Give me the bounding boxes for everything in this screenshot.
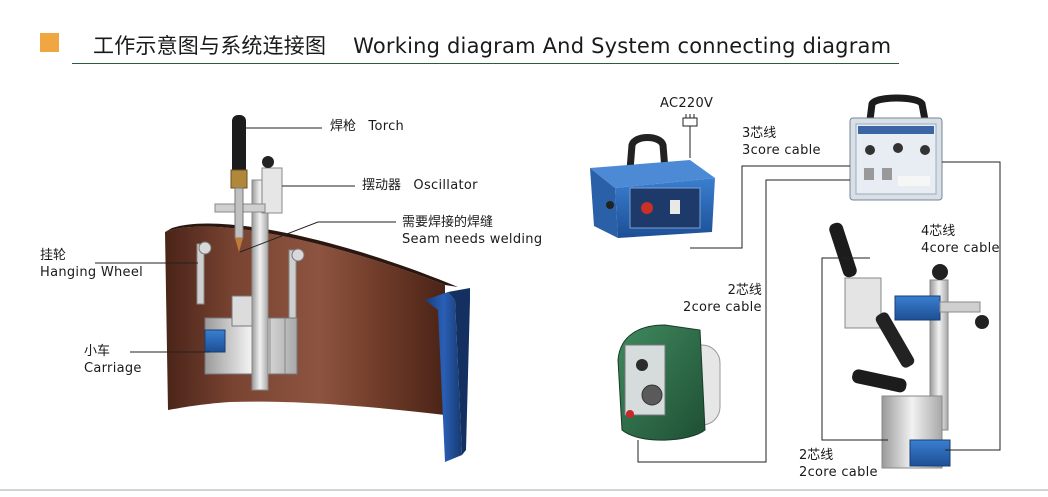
cable-4core	[942, 161, 1001, 451]
label-torch: 焊枪 Torch	[330, 118, 404, 135]
power-box-fuse	[606, 201, 614, 209]
label-hanging-wheel-cn: 挂轮	[40, 248, 67, 263]
label-oscillator-en: Oscillator	[413, 178, 478, 193]
control-box-knob-2	[893, 143, 903, 153]
label-cable-4core-cn: 4芯线	[921, 224, 956, 239]
power-box-front	[590, 168, 618, 238]
wire-feeder-button	[626, 410, 634, 418]
label-seam: 需要焊接的焊缝 Seam needs welding	[402, 214, 542, 248]
oscillator-knob	[262, 156, 274, 168]
carriage-motor	[231, 295, 255, 327]
label-cable-3core: 3芯线 3core cable	[742, 125, 821, 159]
hanging-wheel-left-cap	[198, 241, 212, 255]
cable-3core	[690, 165, 850, 249]
oscillator-body	[261, 167, 283, 214]
wire-feeder-drive	[641, 384, 663, 406]
label-cable-2core-feeder-en: 2core cable	[683, 300, 762, 315]
label-power-text: AC220V	[660, 96, 714, 111]
torch-neck	[234, 187, 244, 239]
label-hanging-wheel: 挂轮 Hanging Wheel	[40, 247, 143, 281]
power-box-switch	[670, 200, 680, 214]
control-box-knob-3	[920, 145, 930, 155]
tractor-top-knob	[932, 264, 948, 280]
blue-support	[425, 292, 462, 462]
label-oscillator-cn: 摆动器	[362, 178, 402, 193]
tractor-torch-upper	[829, 222, 857, 278]
left-leader-lines	[95, 127, 396, 353]
tractor-blue-block	[894, 295, 941, 321]
torch-tip	[235, 238, 243, 252]
label-cable-2core-tractor-en: 2core cable	[799, 465, 878, 480]
wire-feeder-knob	[636, 359, 648, 371]
label-oscillator: 摆动器 Oscillator	[362, 177, 478, 194]
label-seam-cn: 需要焊接的焊缝	[402, 215, 494, 230]
wire-feeder-panel	[624, 344, 666, 416]
welding-setup-illustration	[165, 115, 470, 462]
control-box-model-plate	[898, 176, 930, 186]
label-cable-4core-en: 4core cable	[921, 241, 1000, 256]
label-cable-2core-feeder: 2芯线 2core cable	[683, 282, 762, 316]
footer-divider	[0, 489, 1048, 491]
system-illustration	[590, 94, 989, 469]
control-box-switch-1	[864, 168, 874, 180]
tractor-clamp-knob	[975, 315, 989, 329]
hanging-wheel-right-cap	[291, 248, 305, 262]
control-box-knob-1	[865, 145, 875, 155]
control-box-title-bar	[858, 126, 934, 134]
label-torch-cn: 焊枪	[330, 119, 357, 134]
power-box-knob	[641, 202, 653, 214]
header-divider	[72, 63, 899, 64]
control-box-handle	[866, 94, 929, 121]
label-carriage-cn: 小车	[84, 344, 111, 359]
label-cable-2core-feeder-cn: 2芯线	[727, 283, 762, 298]
torch-collar	[230, 169, 248, 189]
tractor-clamp	[939, 301, 981, 313]
power-box-handle	[626, 134, 669, 171]
tractor-torch-lower	[875, 312, 915, 368]
page-header: 工作示意图与系统连接图 Working diagram And System c…	[0, 0, 1048, 70]
header-accent-square	[40, 33, 59, 52]
label-cable-2core-tractor: 2芯线 2core cable	[799, 447, 878, 481]
blue-support-back	[448, 288, 470, 455]
page-title-cn: 工作示意图与系统连接图	[93, 34, 327, 58]
control-box-switch-2	[882, 168, 892, 180]
page-title-en: Working diagram And System connecting di…	[353, 34, 892, 58]
connection-cables	[637, 161, 1001, 463]
label-cable-3core-cn: 3芯线	[742, 126, 777, 141]
label-torch-en: Torch	[368, 119, 405, 134]
carriage-blue-cap	[204, 329, 226, 353]
page-title: 工作示意图与系统连接图 Working diagram And System c…	[93, 30, 891, 60]
label-carriage: 小车 Carriage	[84, 343, 142, 377]
power-plug	[682, 117, 698, 127]
label-carriage-en: Carriage	[84, 361, 142, 376]
label-cable-2core-tractor-cn: 2芯线	[799, 448, 834, 463]
vertical-mast	[251, 179, 269, 391]
tractor-oscillator	[844, 277, 882, 329]
power-box-top	[590, 160, 715, 188]
tractor-carriage-handle	[852, 369, 907, 393]
label-cable-4core: 4芯线 4core cable	[921, 223, 1000, 257]
label-seam-en: Seam needs welding	[402, 232, 543, 247]
cable-2core-feeder	[637, 179, 850, 463]
label-power: AC220V	[660, 95, 713, 112]
label-hanging-wheel-en: Hanging Wheel	[40, 265, 144, 280]
label-cable-3core-en: 3core cable	[742, 143, 821, 158]
leader-seam	[239, 221, 396, 253]
cable-2core-tractor	[821, 257, 888, 441]
power-box-panel	[629, 187, 701, 229]
torch-handle	[232, 115, 246, 175]
tractor-carriage-blue	[909, 439, 951, 467]
